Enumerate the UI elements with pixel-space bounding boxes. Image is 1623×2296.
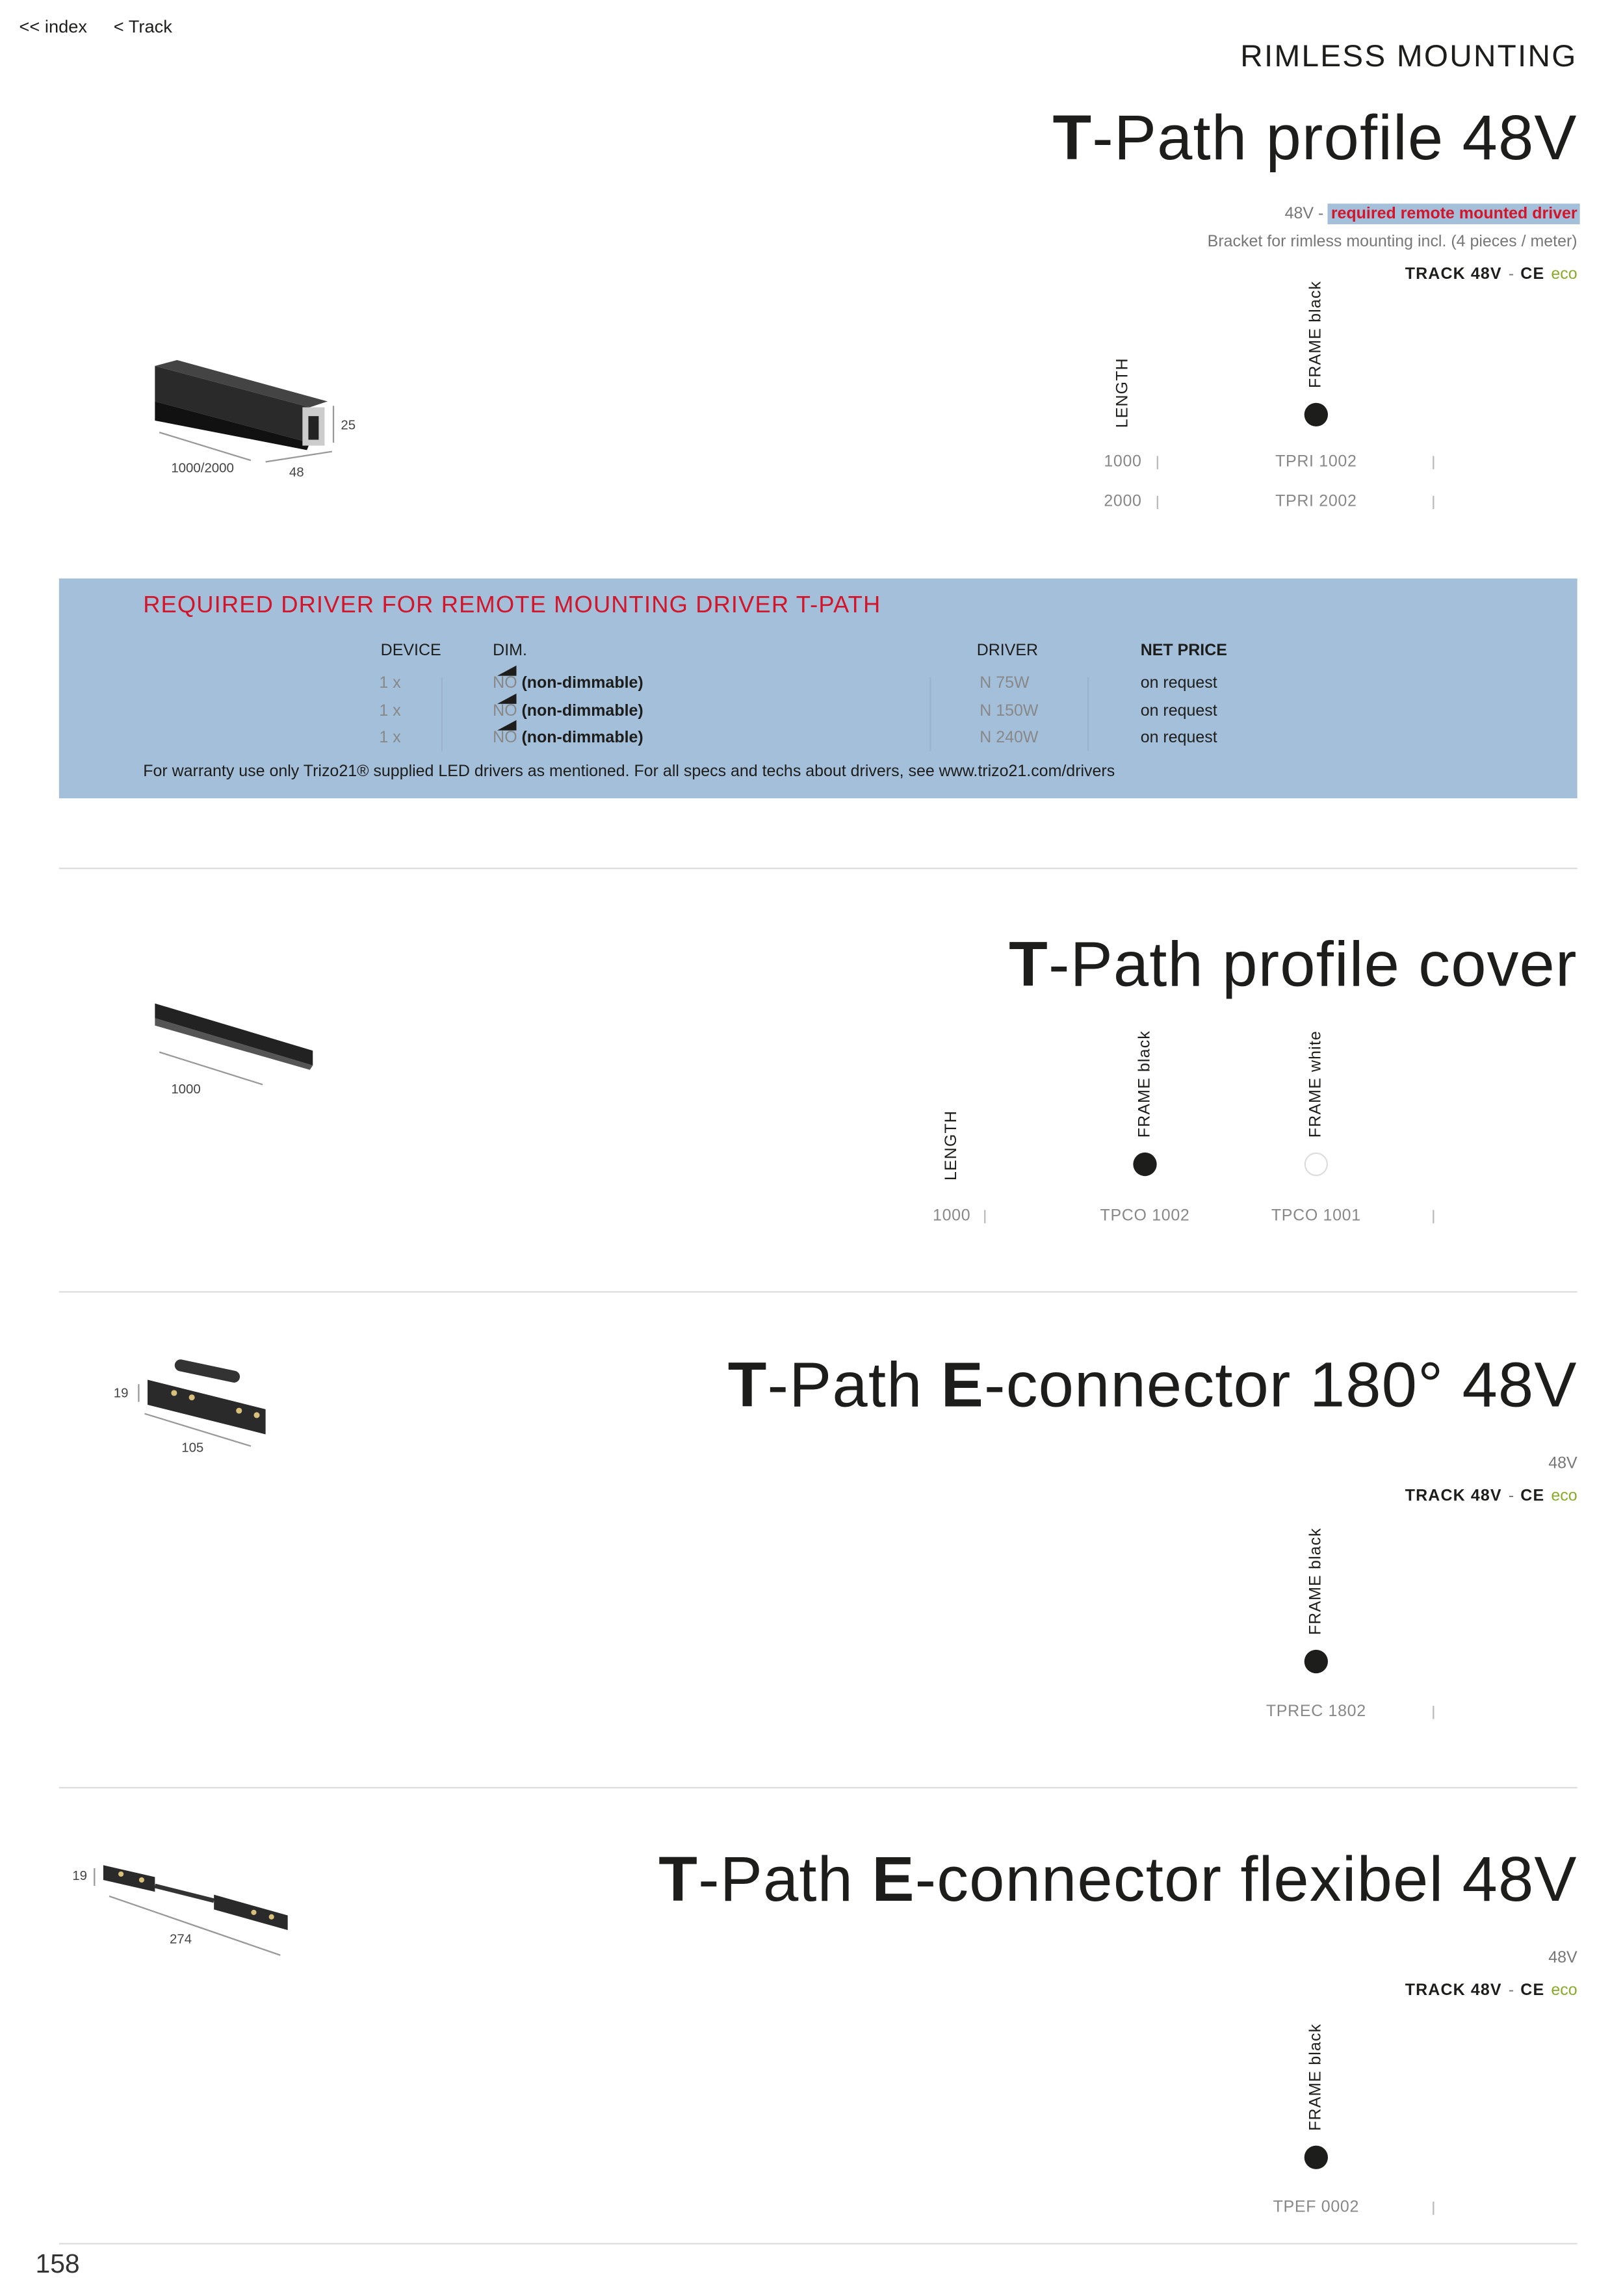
bracket-note: Bracket for rimless mounting incl. (4 pi… — [1207, 233, 1578, 251]
profile-48v-image — [155, 359, 335, 463]
dim-no: NO — [493, 729, 517, 747]
driver-footnote: For warranty use only Trizo21® supplied … — [143, 763, 1115, 781]
section-divider — [58, 1786, 1578, 1789]
divider — [1433, 456, 1435, 469]
track-link[interactable]: < Track — [113, 16, 172, 37]
page-number: 158 — [35, 2249, 80, 2278]
dim-length: 1000 — [171, 1081, 201, 1097]
driver-model: N 150W — [980, 701, 1039, 720]
dim-width: 48 — [289, 465, 304, 480]
category-heading: RIMLESS MOUNTING — [1240, 40, 1578, 74]
eco-leaf-icon: eco — [1551, 1487, 1578, 1506]
product-title: T-Path profile cover — [1009, 930, 1578, 1001]
index-link[interactable]: << index — [19, 16, 88, 37]
divider — [1156, 456, 1158, 469]
voltage-note: 48V — [1548, 1949, 1578, 1967]
dim-height: 19 — [72, 1868, 87, 1883]
dim-length: 105 — [181, 1440, 204, 1455]
color-swatch-black — [1304, 1649, 1328, 1674]
product-code[interactable]: TPCO 1002 — [1100, 1207, 1190, 1225]
device-count: 1 x — [379, 729, 401, 747]
dim-text: (non-dimmable) — [521, 729, 643, 747]
length-value: 1000 — [933, 1207, 971, 1225]
required-driver-box — [58, 578, 1578, 799]
dim-no: NO — [493, 701, 517, 720]
dim-value: NO(non-dimmable) — [493, 729, 643, 746]
dim-ramp-icon — [497, 692, 517, 703]
product-code[interactable]: TPRI 1002 — [1275, 452, 1357, 471]
product-title: T-Path E-connector 180° 48V — [727, 1350, 1578, 1422]
section-divider — [58, 2243, 1578, 2245]
connector-180-image — [138, 1359, 266, 1447]
product-code[interactable]: TPREC 1802 — [1266, 1702, 1366, 1721]
column-frame-white: FRAME white — [1307, 1030, 1325, 1138]
driver-box-title: REQUIRED DRIVER FOR REMOTE MOUNTING DRIV… — [143, 593, 881, 619]
device-count: 1 x — [379, 674, 401, 692]
device-count: 1 x — [379, 701, 401, 720]
color-swatch-white — [1304, 1152, 1328, 1177]
product-code[interactable]: TPRI 2002 — [1275, 493, 1357, 511]
color-swatch-black — [1304, 402, 1328, 427]
divider — [1433, 1706, 1435, 1719]
dim-text: (non-dimmable) — [521, 701, 643, 720]
ce-mark-icon: CE — [1520, 1487, 1545, 1506]
profile-cover-image — [155, 1003, 313, 1086]
divider — [929, 677, 931, 751]
color-swatch-black — [1304, 2145, 1328, 2169]
dim-ramp-icon — [497, 665, 517, 676]
length-value: 2000 — [1104, 493, 1142, 511]
dim-height: 19 — [113, 1385, 129, 1401]
divider — [441, 677, 443, 751]
eco-leaf-icon: eco — [1551, 265, 1578, 283]
dim-value: NO(non-dimmable) — [493, 701, 643, 719]
column-length: LENGTH — [942, 1110, 961, 1181]
section-divider — [58, 1291, 1578, 1293]
product-title: T-Path E-connector flexibel 48V — [658, 1844, 1578, 1916]
header-price: NET PRICE — [1140, 642, 1227, 660]
product-code[interactable]: TPCO 1001 — [1271, 1207, 1361, 1225]
voltage-note: 48V — [1548, 1455, 1578, 1473]
ce-mark-icon: CE — [1520, 265, 1545, 283]
track-line: TRACK 48V - CE eco — [1405, 1487, 1578, 1506]
driver-model: N 75W — [980, 674, 1030, 692]
dim-value: NO(non-dimmable) — [493, 674, 643, 692]
divider — [984, 1210, 986, 1223]
divider — [1156, 495, 1158, 510]
driver-model: N 240W — [980, 729, 1039, 747]
dim-no: NO — [493, 674, 517, 692]
voltage-note: 48V - required remote mounted driver — [1285, 203, 1581, 225]
column-length: LENGTH — [1113, 358, 1132, 428]
column-frame-black: FRAME black — [1307, 2023, 1325, 2131]
dim-text: (non-dimmable) — [521, 674, 643, 692]
eco-leaf-icon: eco — [1551, 1981, 1578, 2000]
divider — [1433, 1210, 1435, 1223]
product-title: T-Path profile 48V — [1052, 103, 1578, 174]
net-price: on request — [1140, 729, 1217, 747]
product-code[interactable]: TPEF 0002 — [1273, 2198, 1360, 2217]
connector-flexibel-image — [94, 1865, 288, 1956]
ce-mark-icon: CE — [1520, 1981, 1545, 2000]
column-frame-black: FRAME black — [1136, 1030, 1154, 1138]
net-price: on request — [1140, 701, 1217, 720]
header-driver: DRIVER — [976, 642, 1039, 660]
color-swatch-black — [1133, 1152, 1157, 1177]
dim-height: 25 — [341, 417, 356, 433]
dim-ramp-icon — [497, 720, 517, 731]
divider — [1433, 2201, 1435, 2215]
track-line: TRACK 48V - CE eco — [1405, 265, 1578, 283]
column-frame-black: FRAME black — [1307, 280, 1325, 389]
header-device: DEVICE — [380, 642, 441, 660]
column-frame-black: FRAME black — [1307, 1528, 1325, 1636]
header-dim: DIM. — [493, 642, 527, 660]
dim-length: 1000/2000 — [171, 460, 234, 475]
divider — [1433, 495, 1435, 510]
net-price: on request — [1140, 674, 1217, 692]
divider — [1087, 677, 1089, 751]
track-line: TRACK 48V - CE eco — [1405, 1981, 1578, 2000]
length-value: 1000 — [1104, 452, 1142, 471]
section-divider — [58, 867, 1578, 870]
dim-length: 274 — [170, 1931, 192, 1947]
